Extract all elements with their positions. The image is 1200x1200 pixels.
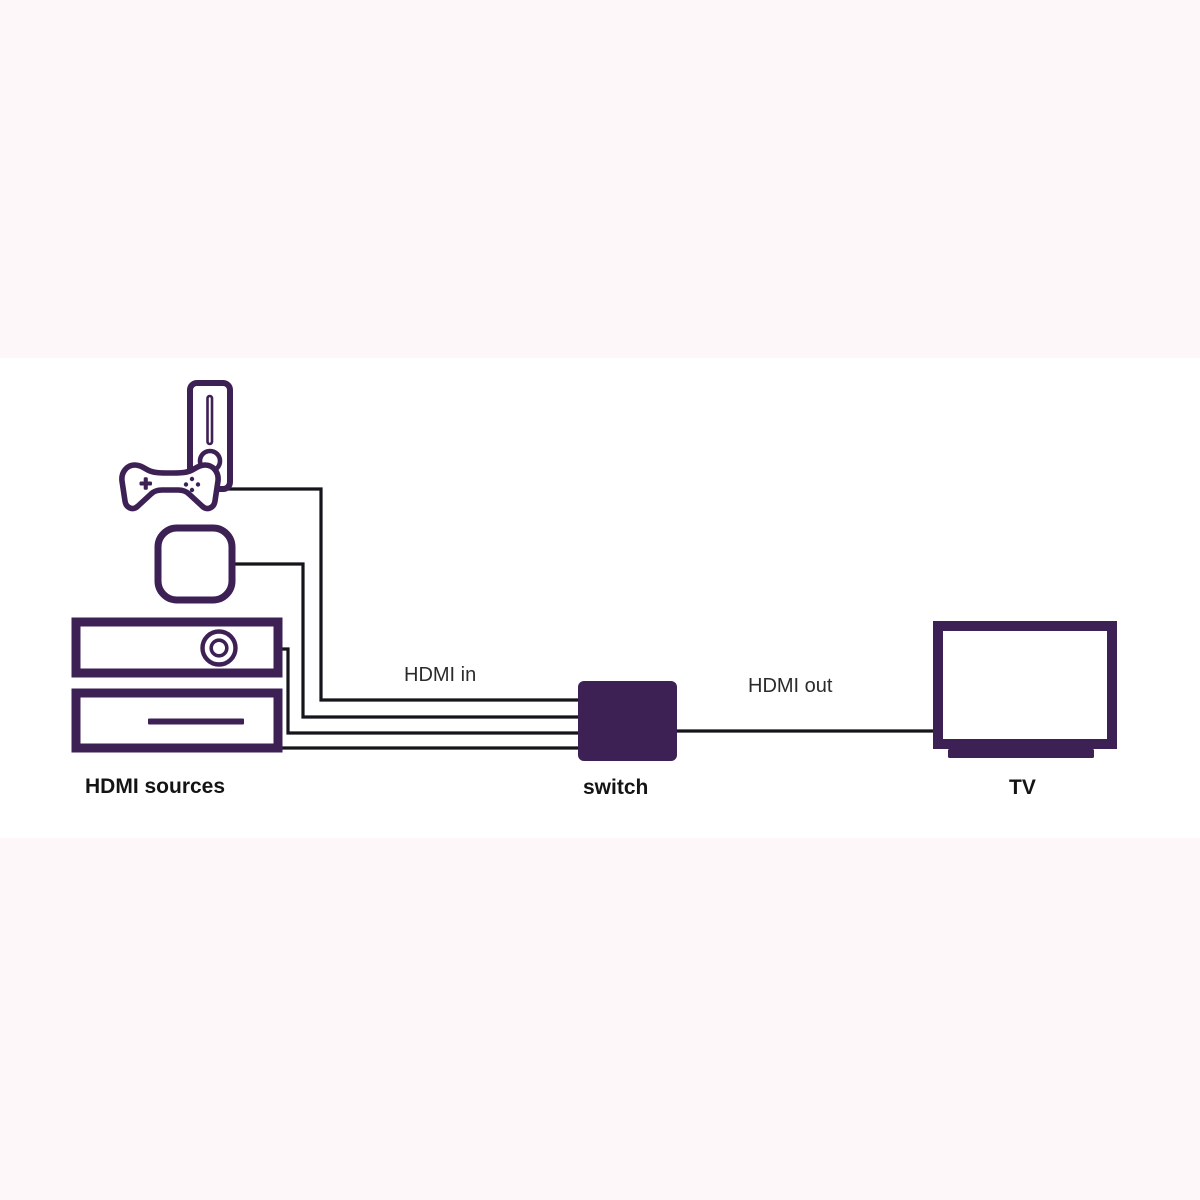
switch-group-label: switch: [583, 776, 648, 799]
cable-game-console: [228, 487, 578, 702]
disc-player-icon: [71, 617, 283, 678]
cable-disc-player: [278, 647, 578, 735]
cable-streaming-box: [232, 562, 578, 719]
hdmi-in-label: HDMI in: [404, 664, 476, 686]
game-controller-icon: [119, 462, 221, 512]
hdmi-out-label: HDMI out: [748, 675, 833, 697]
streaming-box-icon: [154, 524, 236, 604]
tv-group-label: TV: [1009, 776, 1036, 799]
hdmi-switch-icon: [578, 681, 677, 761]
media-player-icon: [71, 688, 283, 753]
sources-group-label: HDMI sources: [85, 775, 225, 798]
game-console-icon: [187, 380, 233, 492]
tv-icon: [933, 621, 1117, 758]
hdmi-in-cables: [228, 487, 578, 750]
